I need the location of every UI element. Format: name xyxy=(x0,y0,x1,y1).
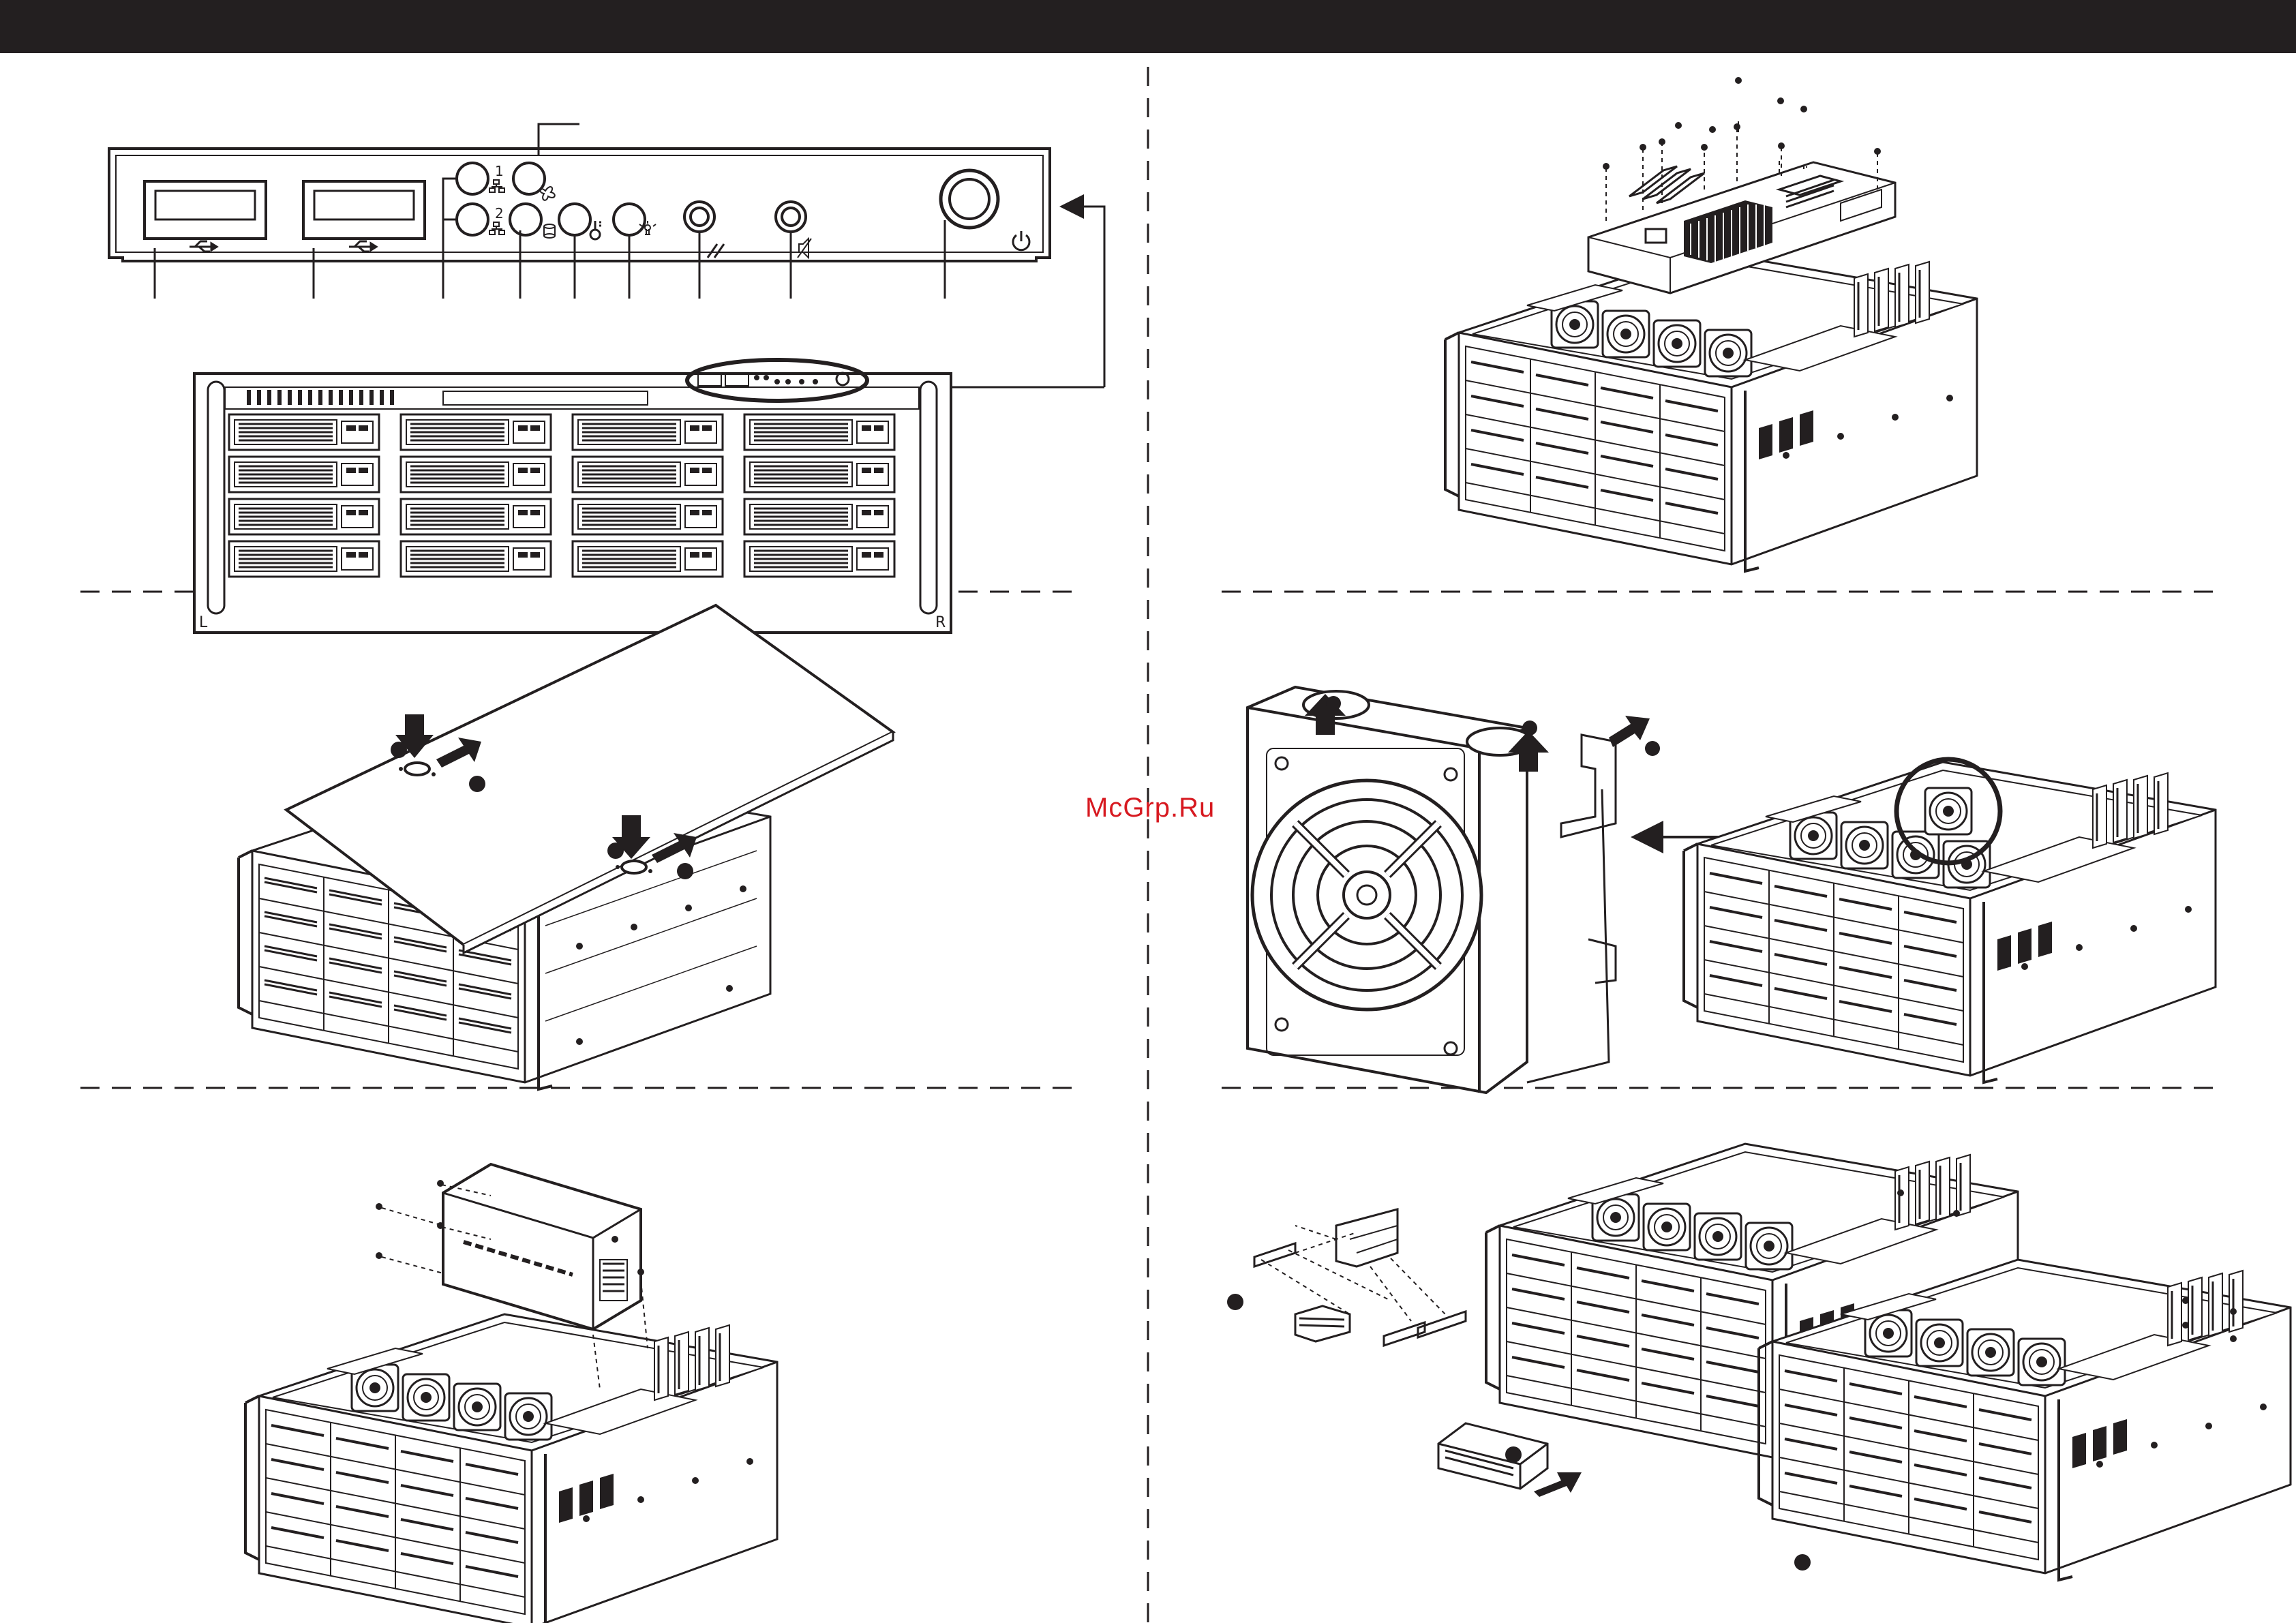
hdd-carrier xyxy=(1438,1423,1547,1489)
insert-arrow-icon xyxy=(1534,1472,1582,1497)
drive-cage xyxy=(1254,1209,1466,1346)
illustration-canvas: 1 2 xyxy=(0,53,2296,1623)
fan-removal-diagram xyxy=(1248,687,2216,1093)
drive-carrier-diagram xyxy=(1227,1144,2291,1580)
top-header-bar xyxy=(0,0,2296,53)
rack-ear-left-label: L xyxy=(199,614,208,631)
lan2-number: 2 xyxy=(495,205,504,222)
power-supply-module xyxy=(443,1164,641,1329)
lan1-number: 1 xyxy=(495,163,504,179)
server-front-view: L R xyxy=(194,360,951,633)
motherboard-installation-diagram xyxy=(1445,77,1977,571)
fan-module xyxy=(1248,687,1616,1093)
power-supply-diagram xyxy=(245,1164,777,1623)
front-control-panel: 1 2 xyxy=(109,124,1104,387)
top-cover-removal-diagram xyxy=(239,605,893,1089)
rack-ear-right-label: R xyxy=(935,614,946,631)
watermark-text: McGrp.Ru xyxy=(1085,793,1215,823)
